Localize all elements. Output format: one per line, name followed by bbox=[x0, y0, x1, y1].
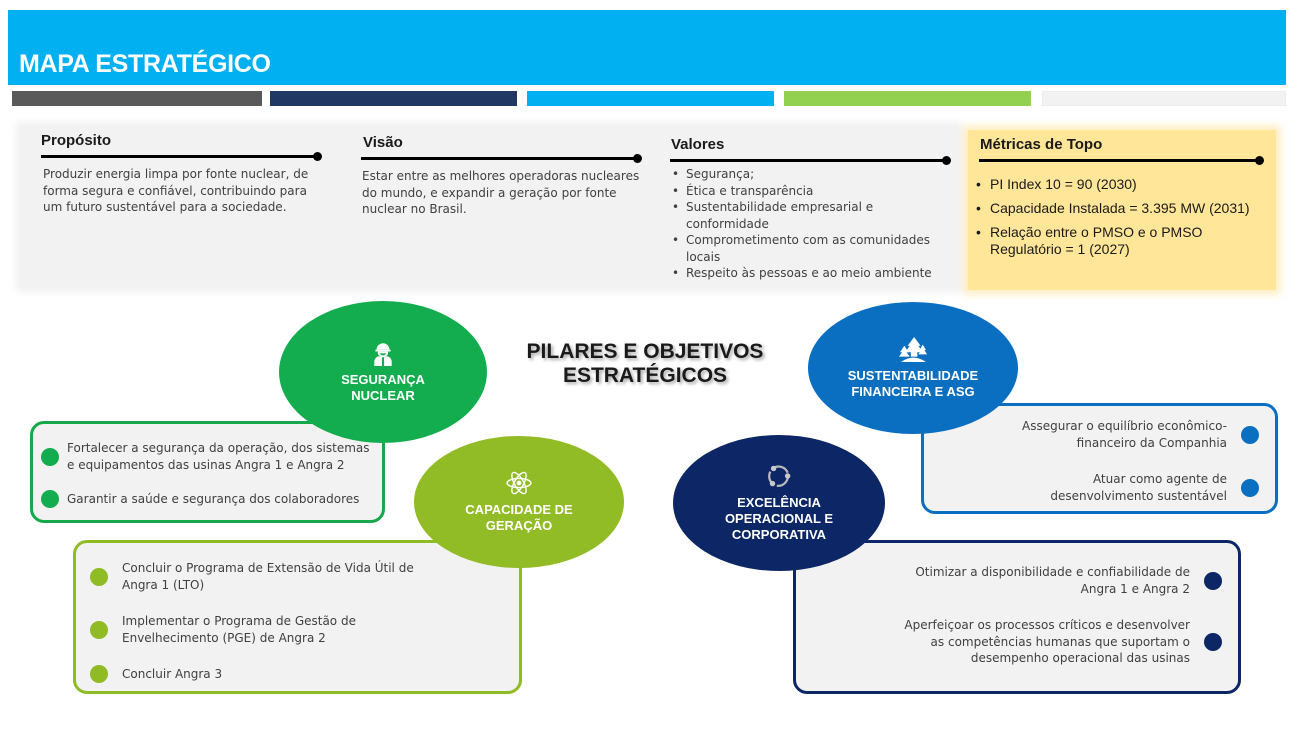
metricas-item: PI Index 10 = 90 (2030) bbox=[974, 176, 1274, 193]
color-stripe-cyan bbox=[527, 91, 774, 106]
pillar-label: OPERACIONAL E bbox=[724, 511, 834, 526]
sustentabilidade-objectives-box: Assegurar o equilíbrio econômico-finance… bbox=[921, 403, 1278, 514]
page-title: MAPA ESTRATÉGICO bbox=[19, 50, 271, 78]
objective-text: Otimizar a disponibilidade e confiabilid… bbox=[915, 565, 1190, 596]
objective-text: Garantir a saúde e segurança dos colabor… bbox=[67, 491, 360, 506]
metricas-item: Relação entre o PMSO e o PMSO Regulatóri… bbox=[974, 224, 1274, 258]
pillar-label: CORPORATIVA bbox=[731, 527, 827, 542]
bullet-dot bbox=[41, 490, 59, 508]
objective-text: Atuar como agente de desenvolvimento sus… bbox=[1050, 472, 1227, 503]
valores-list: Segurança; Ética e transparência Sustent… bbox=[670, 166, 950, 282]
bullet-dot bbox=[41, 447, 59, 466]
objective-item: Implementar o Programa de Gestão de Enve… bbox=[90, 613, 450, 646]
pillar-label: SEGURANÇA bbox=[341, 372, 425, 387]
objective-text: Assegurar o equilíbrio econômico-finance… bbox=[1022, 419, 1227, 450]
pillar-label: GERAÇÃO bbox=[485, 518, 553, 533]
excelencia-objectives-box: Otimizar a disponibilidade e confiabilid… bbox=[793, 540, 1241, 694]
seguranca-objectives-box: Fortalecer a segurança da operação, dos … bbox=[30, 421, 385, 523]
objective-text: Fortalecer a segurança da operação, dos … bbox=[67, 441, 370, 472]
proposito-title: Propósito bbox=[41, 132, 111, 149]
trees-icon bbox=[898, 337, 928, 362]
objective-text: Implementar o Programa de Gestão de Enve… bbox=[122, 614, 356, 645]
objective-item: Otimizar a disponibilidade e confiabilid… bbox=[862, 564, 1222, 597]
pillar-label: EXCELÊNCIA bbox=[737, 495, 821, 510]
objective-text: Concluir o Programa de Extensão de Vida … bbox=[122, 561, 414, 592]
metricas-item: Capacidade Instalada = 3.395 MW (2031) bbox=[974, 200, 1274, 217]
color-stripe-light bbox=[1042, 91, 1286, 106]
bullet-dot bbox=[90, 620, 108, 639]
pillar-label: SUSTENTABILIDADE bbox=[847, 368, 979, 383]
valores-item: Segurança; bbox=[670, 166, 950, 183]
metricas-list: PI Index 10 = 90 (2030) Capacidade Insta… bbox=[974, 176, 1274, 265]
objective-item: Concluir o Programa de Extensão de Vida … bbox=[90, 560, 450, 593]
capacidade-objectives-box: Concluir o Programa de Extensão de Vida … bbox=[73, 540, 522, 694]
visao-text: Estar entre as melhores operadoras nucle… bbox=[362, 169, 640, 216]
pillars-heading-line2: ESTRATÉGICOS bbox=[562, 364, 728, 387]
pillar-excelencia-operacional: EXCELÊNCIA OPERACIONAL E CORPORATIVA bbox=[673, 435, 885, 571]
objective-item: Garantir a saúde e segurança dos colabor… bbox=[41, 490, 371, 508]
valores-title: Valores bbox=[671, 136, 725, 153]
pillar-capacidade-geracao: CAPACIDADE DE GERAÇÃO bbox=[414, 436, 624, 568]
color-stripe-navy bbox=[270, 91, 517, 106]
color-stripe-green bbox=[784, 91, 1031, 106]
visao-divider bbox=[361, 154, 642, 163]
valores-item: Ética e transparência bbox=[670, 183, 950, 200]
visao-title: Visão bbox=[363, 134, 403, 151]
pillar-seguranca-nuclear: SEGURANÇA NUCLEAR bbox=[279, 301, 487, 443]
proposito-text: Produzir energia limpa por fonte nuclear… bbox=[43, 167, 309, 214]
pillar-sustentabilidade: SUSTENTABILIDADE FINANCEIRA E ASG bbox=[808, 302, 1018, 434]
metricas-panel: Métricas de Topo PI Index 10 = 90 (2030)… bbox=[968, 130, 1276, 290]
objective-item: Concluir Angra 3 bbox=[90, 665, 450, 683]
metricas-divider bbox=[979, 156, 1264, 165]
pillar-label: FINANCEIRA E ASG bbox=[851, 384, 975, 399]
pillar-label: NUCLEAR bbox=[351, 388, 415, 403]
objective-text: Aperfeiçoar os processos críticos e dese… bbox=[904, 618, 1190, 665]
identity-panel: Propósito Produzir energia limpa por fon… bbox=[20, 126, 958, 288]
atom-icon bbox=[506, 471, 532, 495]
objective-text: Concluir Angra 3 bbox=[122, 666, 223, 681]
proposito-divider bbox=[41, 152, 322, 161]
bullet-dot bbox=[1241, 478, 1259, 497]
valores-item: Comprometimento com as comunidades locai… bbox=[670, 232, 950, 265]
objective-item: Aperfeiçoar os processos críticos e dese… bbox=[862, 617, 1222, 667]
bullet-dot bbox=[1204, 632, 1222, 651]
bullet-dot bbox=[90, 665, 108, 683]
color-stripe-gray bbox=[12, 91, 262, 106]
metricas-title: Métricas de Topo bbox=[980, 136, 1103, 153]
objective-item: Assegurar o equilíbrio econômico-finance… bbox=[959, 418, 1259, 451]
pillar-label: CAPACIDADE DE bbox=[465, 502, 573, 517]
header-banner: MAPA ESTRATÉGICO bbox=[8, 10, 1286, 85]
pillars-heading-line1: PILARES E OBJETIVOS bbox=[526, 340, 764, 363]
valores-divider bbox=[670, 156, 951, 165]
bullet-dot bbox=[1204, 571, 1222, 590]
cycle-icon bbox=[768, 465, 791, 487]
worker-helmet-icon bbox=[374, 343, 392, 366]
objective-item: Fortalecer a segurança da operação, dos … bbox=[41, 440, 371, 473]
pillars-heading: PILARES E OBJETIVOS ESTRATÉGICOS bbox=[500, 340, 790, 388]
valores-item: Respeito às pessoas e ao meio ambiente bbox=[670, 265, 950, 282]
valores-item: Sustentabilidade empresarial e conformid… bbox=[670, 199, 950, 232]
objective-item: Atuar como agente de desenvolvimento sus… bbox=[959, 471, 1259, 504]
bullet-dot bbox=[90, 567, 108, 586]
bullet-dot bbox=[1241, 425, 1259, 444]
